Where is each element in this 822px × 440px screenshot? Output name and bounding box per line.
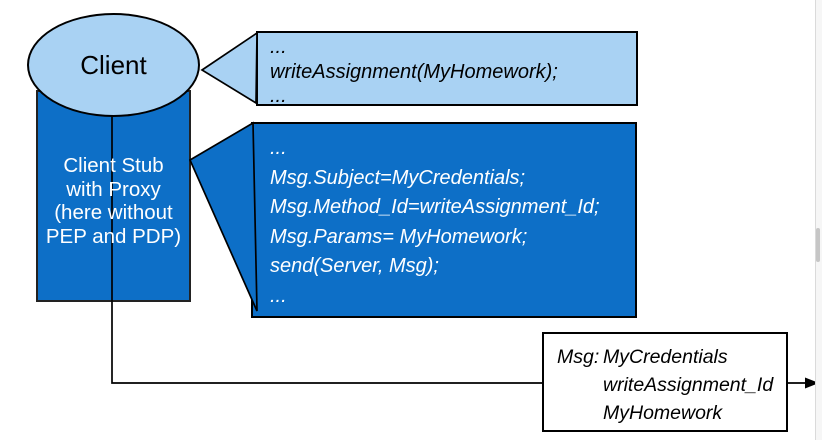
scrollbar-thumb[interactable]: [816, 228, 820, 262]
message-value: MyCredentials: [603, 346, 728, 368]
message-value: MyHomework: [603, 402, 723, 424]
stub-code-callout: ... Msg.Subject=MyCredentials; Msg.Metho…: [251, 122, 637, 318]
client-node-label: Client: [80, 49, 147, 80]
client-stub-label-line: (here without: [54, 201, 173, 224]
code-line: Msg.Method_Id=writeAssignment_Id;: [270, 196, 600, 218]
message-box-values: MyCredentials writeAssignment_Id MyHomew…: [603, 343, 786, 427]
message-box: Msg: MyCredentials writeAssignment_Id My…: [542, 332, 788, 432]
scrollbar-track[interactable]: [815, 0, 822, 440]
client-stub-label-line: Client Stub: [63, 154, 164, 177]
message-box-label: Msg:: [557, 346, 600, 368]
code-line: ...: [270, 85, 287, 107]
client-stub-label-line: PEP and PDP): [45, 224, 182, 248]
code-line: Msg.Params= MyHomework;: [270, 225, 528, 248]
stub-code-callout-pointer: [188, 121, 258, 312]
code-line: send(Server, Msg);: [270, 255, 439, 277]
code-line: ...: [270, 36, 287, 58]
message-value: writeAssignment_Id: [603, 374, 774, 396]
client-code-callout-pointer: [200, 31, 258, 105]
client-stub-label-line: with Proxy: [66, 177, 161, 201]
code-line: ...: [270, 137, 287, 159]
code-line: Msg.Subject=MyCredentials;: [270, 166, 526, 189]
client-code-callout: ... writeAssignment(MyHomework); ...: [256, 31, 638, 107]
code-line: ...: [270, 284, 287, 307]
client-node: Client: [27, 13, 200, 117]
client-stub-label: Client Stub with Proxy (here without PEP…: [36, 154, 191, 248]
code-line: writeAssignment(MyHomework);: [270, 60, 558, 83]
